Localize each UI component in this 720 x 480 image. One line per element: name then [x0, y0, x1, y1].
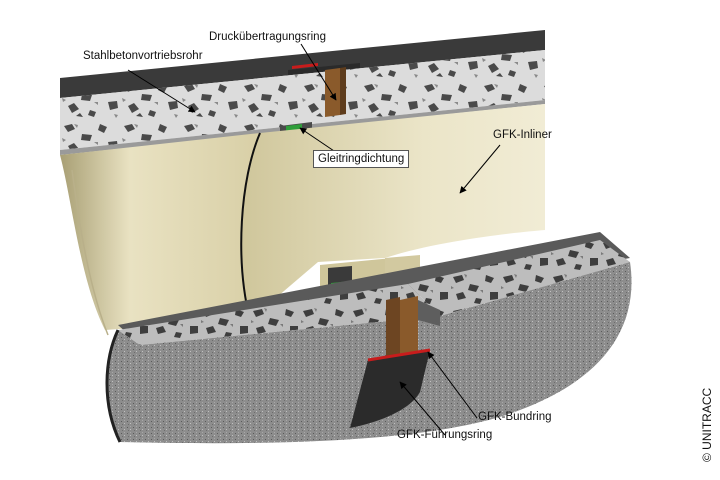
label-gfk-guide-ring: GFK-Führungsring: [397, 429, 493, 441]
label-slide-seal: Gleitringdichtung: [313, 150, 410, 168]
concrete-pipe-bottom: [105, 232, 632, 444]
label-concrete-pipe: Stahlbetonvortriebsrohr: [83, 50, 203, 62]
bottom-joint: [350, 296, 440, 428]
label-pressure-ring: Druckübertragungsring: [209, 31, 326, 43]
label-gfk-collar: GFK-Bundring: [478, 411, 552, 423]
leader-lines: [127, 43, 501, 436]
copyright-text: © UNITRACC: [700, 387, 714, 462]
label-gfk-inliner: GFK-Inliner: [493, 129, 552, 141]
